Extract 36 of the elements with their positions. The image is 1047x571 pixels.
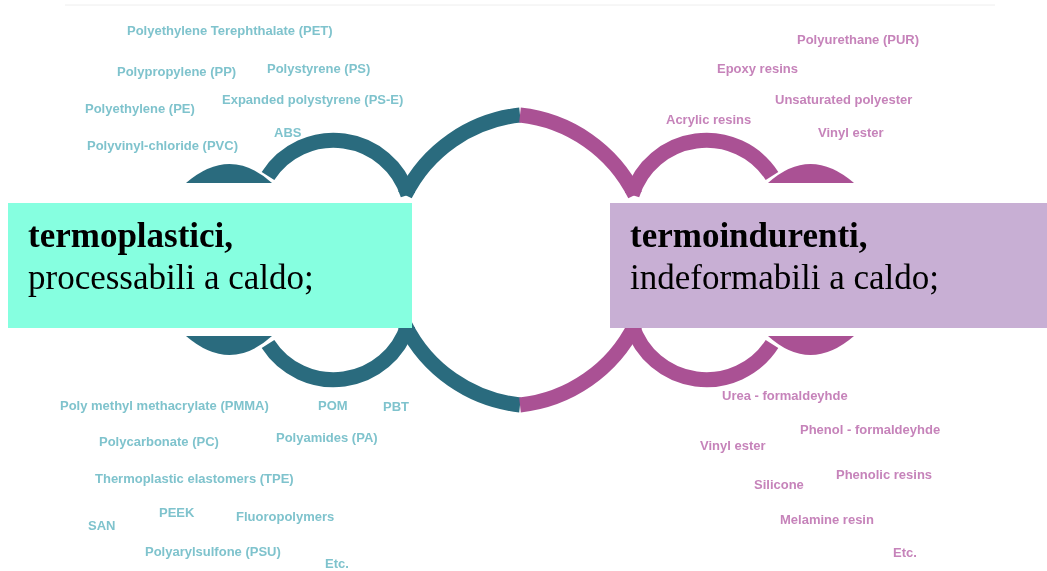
material-label: Acrylic resins: [666, 112, 752, 128]
material-label: Phenol - formaldeyhde: [800, 422, 941, 438]
material-label: Polyethylene (PE): [85, 101, 195, 117]
category-description: indeformabili a caldo;: [630, 257, 941, 299]
material-label: Thermoplastic elastomers (TPE): [95, 471, 294, 487]
material-label: Polystyrene (PS): [267, 61, 371, 77]
material-label: Etc.: [893, 545, 917, 561]
material-label: Expanded polystyrene (PS-E): [222, 92, 404, 108]
category-box: [8, 203, 412, 328]
material-label: Phenolic resins: [836, 467, 933, 483]
material-label: Polyarylsulfone (PSU): [145, 544, 281, 560]
material-label: Polypropylene (PP): [117, 64, 237, 80]
material-label: PBT: [383, 399, 409, 415]
material-label: Polycarbonate (PC): [99, 434, 219, 450]
category-title: termoplastici,: [28, 215, 235, 257]
material-label: Epoxy resins: [717, 61, 798, 77]
category-title: termoindurenti,: [630, 215, 869, 257]
material-label: POM: [318, 398, 348, 414]
material-label: Vinyl ester: [700, 438, 766, 454]
material-label: Melamine resin: [780, 512, 874, 528]
material-label: Polyvinyl-chloride (PVC): [87, 138, 238, 154]
material-label: Fluoropolymers: [236, 509, 335, 525]
material-label: Silicone: [754, 477, 804, 493]
material-label: ABS: [274, 125, 302, 141]
category-box: [610, 203, 1047, 328]
material-label: Vinyl ester: [818, 125, 884, 141]
material-label: Polyurethane (PUR): [797, 32, 920, 48]
material-label: PEEK: [159, 505, 195, 521]
material-label: Etc.: [325, 556, 349, 571]
material-label: SAN: [88, 518, 116, 534]
material-label: Poly methyl methacrylate (PMMA): [60, 398, 269, 414]
material-label: Unsaturated polyester: [775, 92, 913, 108]
material-label: Polyethylene Terephthalate (PET): [127, 23, 333, 39]
category-description: processabili a caldo;: [28, 257, 315, 299]
material-label: Urea - formaldeyhde: [722, 388, 848, 404]
material-label: Polyamides (PA): [276, 430, 378, 446]
